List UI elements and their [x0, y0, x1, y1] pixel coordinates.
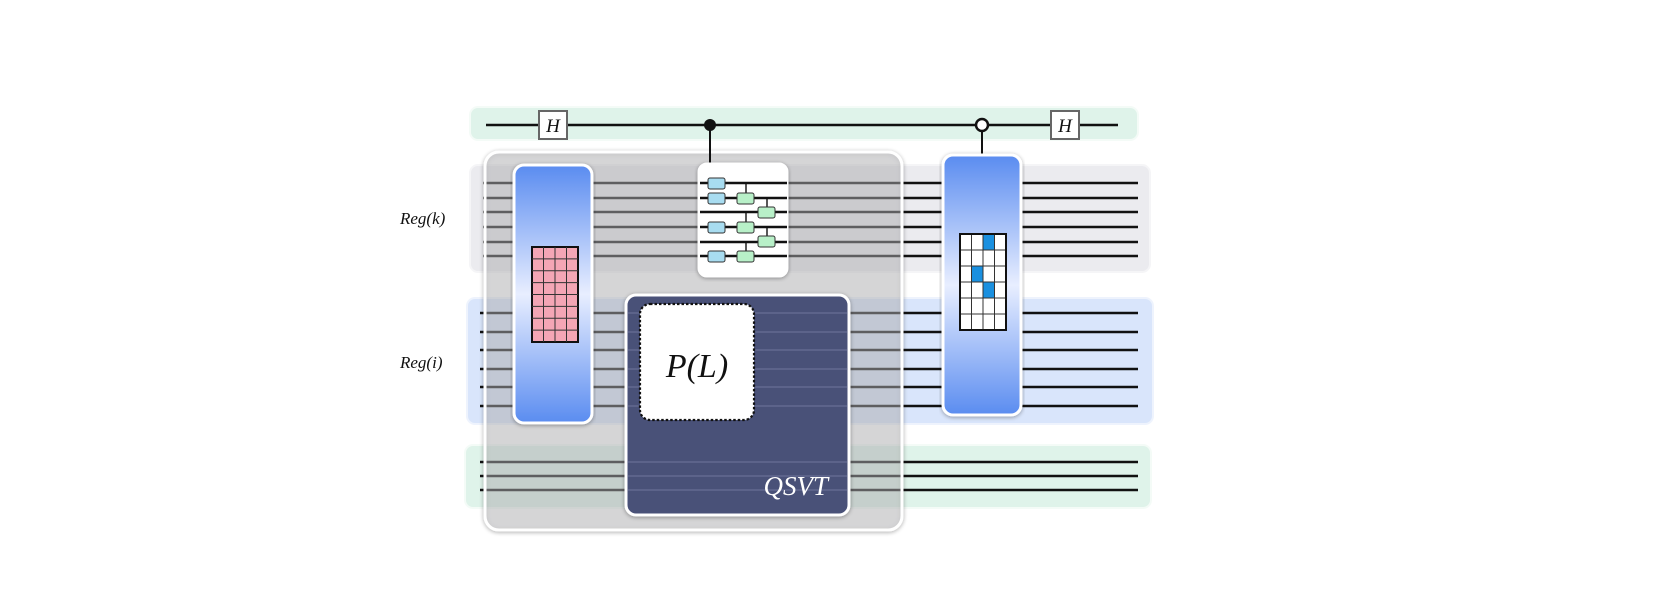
shift-circuit-subgates	[707, 177, 776, 263]
hadamard-gate-right: H	[1050, 110, 1080, 140]
reg-i-label: Reg(i)	[400, 353, 443, 372]
polynomial-label: P(L)	[665, 348, 728, 385]
hadamard-right-label: H	[1057, 116, 1073, 137]
control-dot-filled	[704, 119, 716, 131]
polynomial-box	[638, 302, 756, 422]
pink-matrix-icon	[531, 246, 579, 343]
hadamard-gate-left: H	[538, 110, 568, 140]
shift-circuit-gate	[697, 162, 789, 278]
hadamard-left-label: H	[545, 116, 561, 137]
qsvt-label: QSVT	[763, 471, 829, 501]
blue-permutation-matrix-icon	[959, 233, 1007, 331]
reg-k-label: Reg(k)	[400, 209, 446, 228]
control-dot-open	[974, 117, 990, 133]
ancilla-top-band	[469, 106, 1139, 141]
